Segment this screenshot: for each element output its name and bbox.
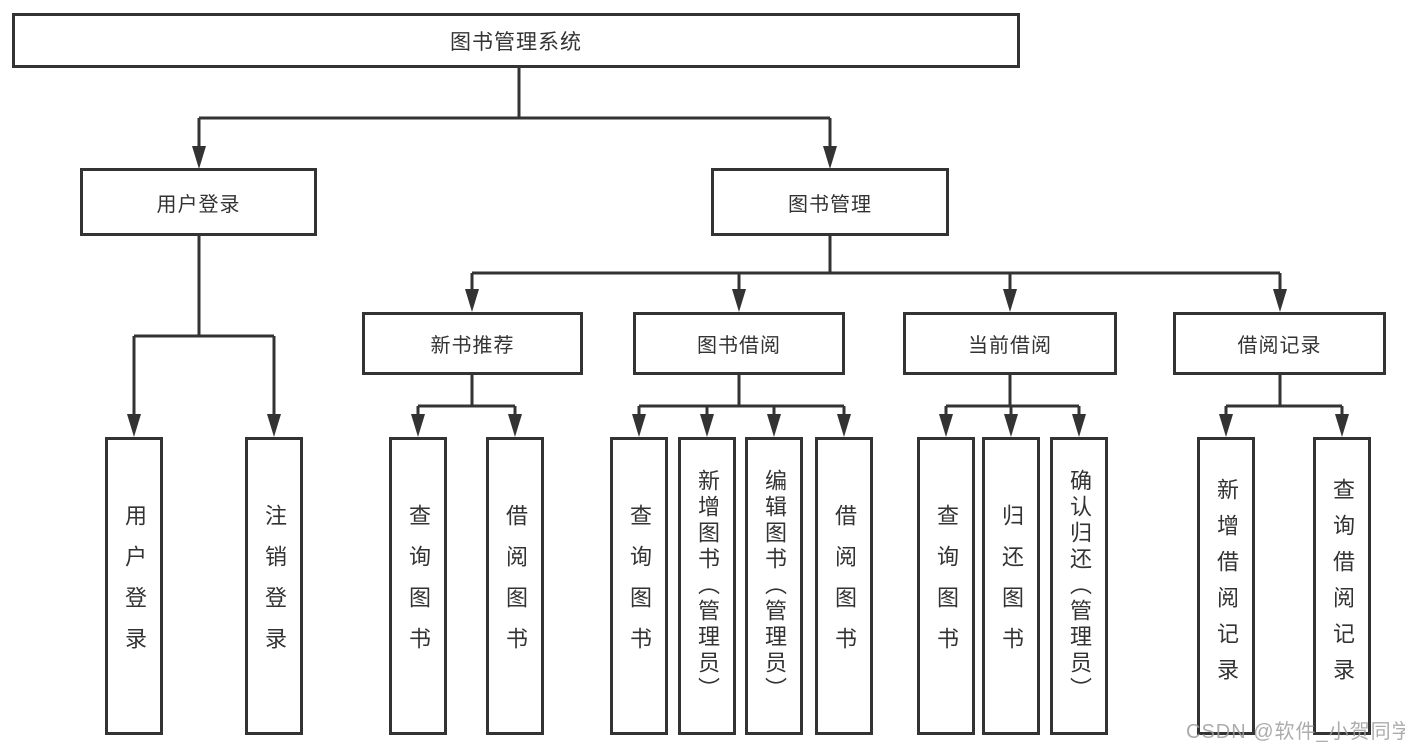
leaf-return-books: 归还图书 (982, 437, 1040, 735)
leaf-borrow-books-recommend: 借阅图书 (486, 437, 544, 735)
node-book-borrow: 图书借阅 (633, 312, 845, 375)
leaf-edit-books-admin: 编辑图书（管理员） (745, 437, 803, 735)
leaf-query-books-recommend: 查询图书 (389, 437, 447, 735)
connector-book-borrow (637, 375, 846, 418)
leaf-query-books-current: 查询图书 (917, 437, 975, 735)
leaf-add-borrow-record: 新增借阅记录 (1197, 437, 1255, 735)
node-current-borrow: 当前借阅 (903, 312, 1117, 375)
leaf-borrow-books: 借阅图书 (815, 437, 873, 735)
node-borrow-records: 借阅记录 (1173, 312, 1386, 375)
leaf-edit-books-admin-label: 编辑图书（管理员） (762, 469, 787, 703)
leaf-query-books-current-label: 查询图书 (934, 504, 959, 668)
leaf-confirm-return-admin: 确认归还（管理员） (1050, 437, 1108, 735)
leaf-confirm-return-admin-label: 确认归还（管理员） (1067, 469, 1092, 703)
leaf-query-books-borrow-label: 查询图书 (627, 504, 652, 668)
leaf-logout-label: 注销登录 (262, 504, 287, 668)
leaf-return-books-label: 归还图书 (999, 504, 1024, 668)
leaf-user-login-label: 用户登录 (122, 504, 147, 668)
csdn-watermark: CSDN @软件_小贺同学 (1186, 721, 1405, 743)
node-user-login: 用户登录 (80, 168, 317, 236)
node-root: 图书管理系统 (12, 13, 1020, 68)
connector-borrow-records (1224, 375, 1344, 418)
leaf-add-books-admin-label: 新增图书（管理员） (695, 469, 720, 703)
node-book-management: 图书管理 (711, 168, 949, 236)
node-new-book-recommend: 新书推荐 (362, 312, 583, 375)
connector-user-login (132, 236, 276, 418)
connector-book-management (470, 236, 1282, 292)
leaf-query-borrow-record-label: 查询借阅记录 (1330, 478, 1355, 694)
leaf-user-login: 用户登录 (105, 437, 163, 735)
connector-root (197, 66, 832, 150)
leaf-query-borrow-record: 查询借阅记录 (1313, 437, 1371, 735)
leaf-borrow-books-label: 借阅图书 (832, 504, 857, 668)
connector-current-borrow (944, 375, 1081, 418)
leaf-add-borrow-record-label: 新增借阅记录 (1214, 478, 1239, 694)
leaf-query-books-borrow: 查询图书 (610, 437, 668, 735)
leaf-query-books-recommend-label: 查询图书 (406, 504, 431, 668)
leaf-borrow-books-recommend-label: 借阅图书 (503, 504, 528, 668)
leaf-logout: 注销登录 (245, 437, 303, 735)
connector-new-book-recommend (416, 375, 517, 418)
leaf-add-books-admin: 新增图书（管理员） (678, 437, 736, 735)
